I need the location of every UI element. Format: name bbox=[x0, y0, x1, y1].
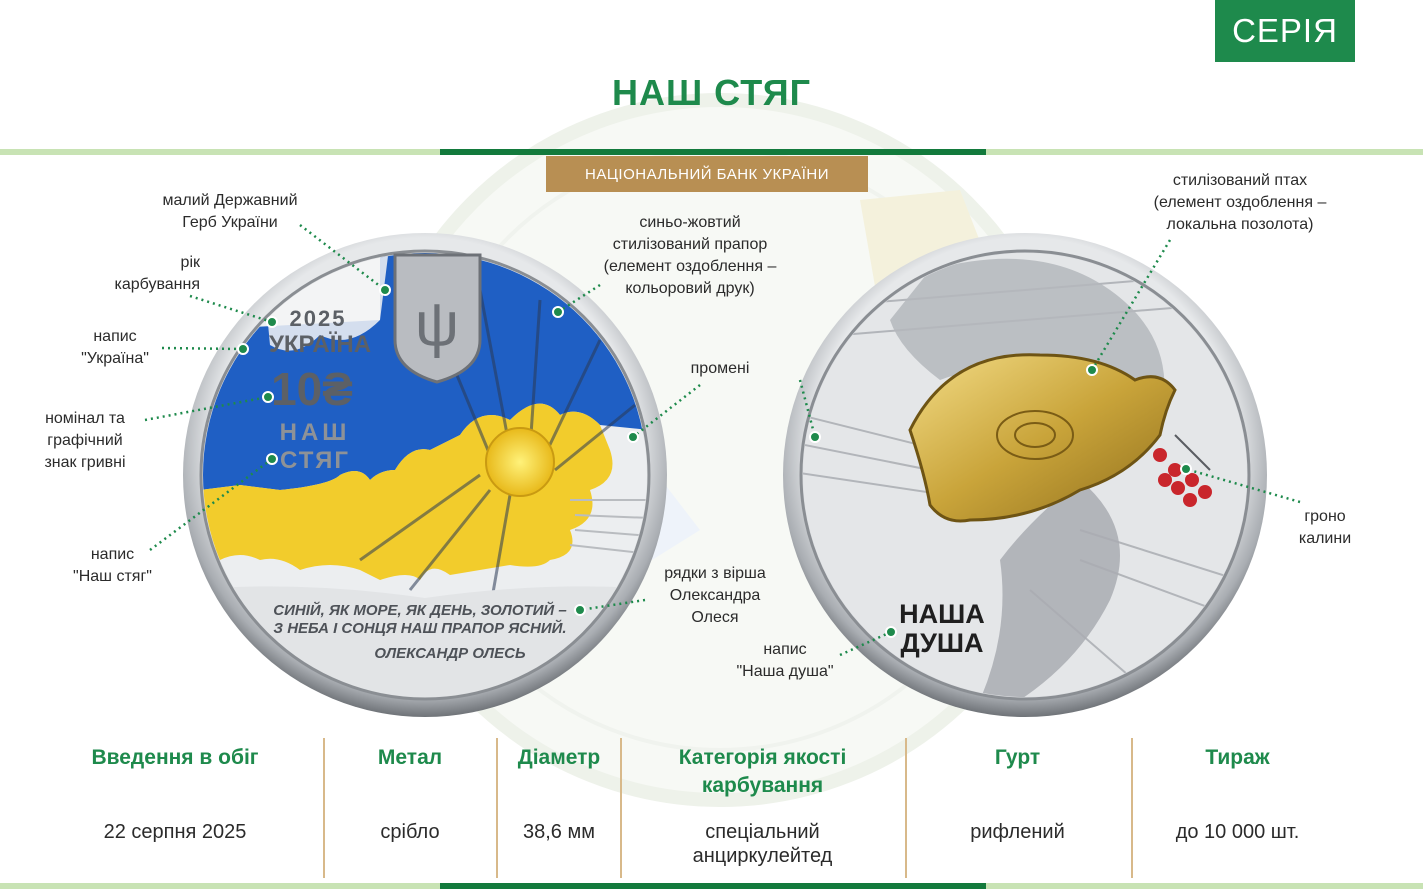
spec-label-edge: Гурт bbox=[994, 746, 1041, 769]
coin-obverse: ψ 2025 УКРАЇНА 10₴ НАШ СТЯГ СИНІЙ, ЯК МО… bbox=[183, 233, 667, 717]
coin-reverse: НАША ДУША bbox=[783, 233, 1267, 717]
callout-dot-coat-of-arms bbox=[379, 284, 391, 296]
spec-label-metal: Метал bbox=[377, 746, 443, 769]
callout-dot-rays-reverse bbox=[809, 431, 821, 443]
obverse-country: УКРАЇНА bbox=[269, 331, 371, 358]
callout-dot-poem bbox=[574, 604, 586, 616]
silver-wing-lower bbox=[980, 480, 1120, 697]
obverse-motto-line2: СТЯГ bbox=[280, 447, 350, 474]
callout-flag: синьо-жовтий стилізований прапор (елемен… bbox=[603, 214, 777, 297]
obverse-motto-line1: НАШ bbox=[280, 419, 351, 446]
spec-value-mintage: до 10 000 шт. bbox=[1175, 821, 1300, 843]
callout-dot-year bbox=[266, 316, 278, 328]
callout-poem: рядки з вірша Олександра Олеся bbox=[664, 565, 766, 626]
spec-label-release-date: Введення в обіг bbox=[91, 746, 259, 769]
spec-value-quality: спеціальний анциркулейтед bbox=[692, 821, 833, 867]
spec-value-edge: рифлений bbox=[970, 821, 1065, 843]
spec-value-release-date: 22 серпня 2025 bbox=[103, 821, 247, 843]
spec-label-diameter: Діаметр bbox=[517, 746, 601, 769]
callout-coat-of-arms: малий Державний Герб України bbox=[162, 192, 298, 231]
spec-label-quality: Категорія якості карбування bbox=[678, 746, 847, 797]
callout-motto: напис "Наш стяг" bbox=[73, 546, 152, 585]
spec-value-metal: срібло bbox=[380, 821, 440, 843]
top-band-dark bbox=[440, 149, 986, 155]
spec-divider bbox=[1131, 738, 1133, 878]
bottom-band-dark bbox=[440, 883, 986, 889]
callout-inscription: напис "Наша душа" bbox=[736, 641, 834, 680]
reverse-inscription-line2: ДУША bbox=[901, 628, 984, 658]
callout-rays: промені bbox=[690, 360, 750, 377]
spec-divider bbox=[323, 738, 325, 878]
viburnum-berries-icon bbox=[1153, 434, 1212, 507]
callout-country: напис "Україна" bbox=[81, 328, 149, 367]
spec-value-diameter: 38,6 мм bbox=[523, 821, 595, 843]
page-title: НАШ СТЯГ bbox=[611, 72, 812, 113]
callout-viburnum: гроно калини bbox=[1298, 508, 1352, 547]
issuer-label: НАЦІОНАЛЬНИЙ БАНК УКРАЇНИ bbox=[546, 156, 868, 192]
sun-icon bbox=[485, 427, 555, 497]
callout-denomination: номінал та графічний знак гривні bbox=[44, 410, 126, 471]
spec-divider bbox=[496, 738, 498, 878]
callout-dot-rays-obverse bbox=[627, 431, 639, 443]
callout-dot-denomination bbox=[262, 391, 274, 403]
coat-of-arms-trident-icon: ψ bbox=[393, 253, 482, 384]
callout-dot-inscription bbox=[885, 626, 897, 638]
reverse-inscription-line1: НАША bbox=[899, 599, 985, 629]
callout-dot-viburnum bbox=[1180, 463, 1192, 475]
obverse-poem-line1: СИНІЙ, ЯК МОРЕ, ЯК ДЕНЬ, ЗОЛОТИЙ – bbox=[273, 601, 566, 619]
obverse-denomination: 10₴ bbox=[271, 363, 353, 415]
stylized-bird-icon bbox=[908, 353, 1177, 523]
spec-divider bbox=[905, 738, 907, 878]
obverse-poem-author: ОЛЕКСАНДР ОЛЕСЬ bbox=[374, 645, 526, 662]
callout-dot-bird bbox=[1086, 364, 1098, 376]
spec-label-mintage: Тираж bbox=[1205, 746, 1270, 769]
callout-dot-motto bbox=[266, 453, 278, 465]
spec-divider bbox=[620, 738, 622, 878]
callout-year: рік карбування bbox=[114, 254, 200, 293]
callout-dot-country bbox=[237, 343, 249, 355]
svg-text:ψ: ψ bbox=[415, 290, 459, 359]
callout-bird: стилізований птах (елемент оздоблення – … bbox=[1153, 172, 1327, 233]
callout-dot-flag bbox=[552, 306, 564, 318]
obverse-year: 2025 bbox=[290, 306, 347, 331]
obverse-poem-line2: З НЕБА І СОНЦЯ НАШ ПРАПОР ЯСНИЙ. bbox=[273, 619, 566, 637]
series-badge: СЕРІЯ bbox=[1215, 0, 1355, 62]
